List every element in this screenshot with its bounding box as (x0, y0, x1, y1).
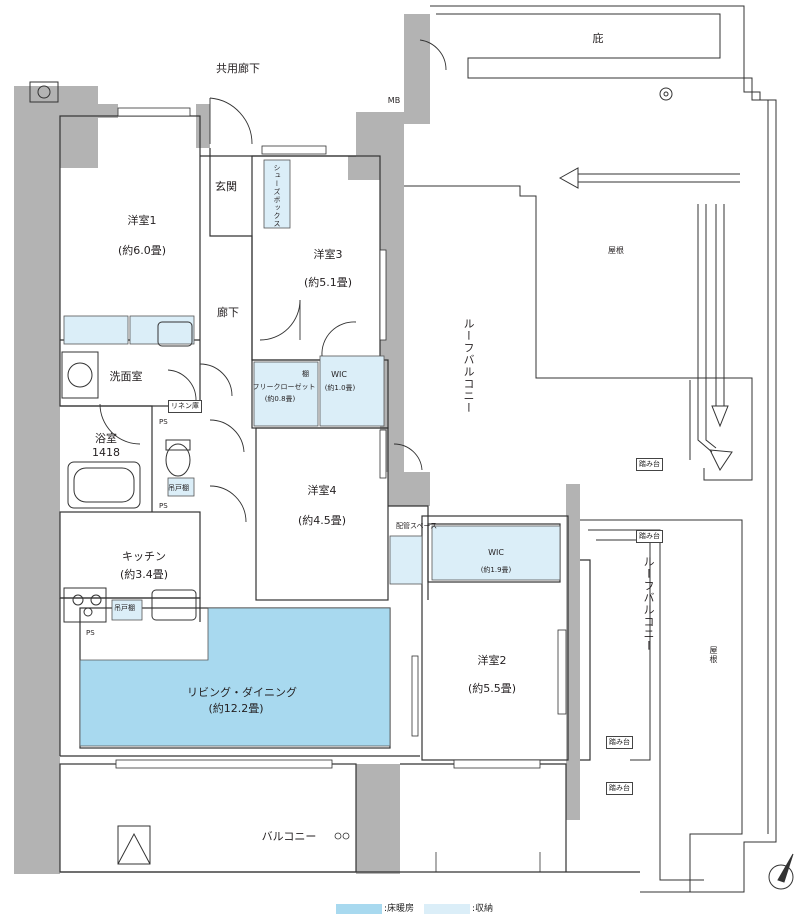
room3-size: (約5.1畳) (303, 276, 353, 289)
roof-arrows (558, 167, 740, 471)
free-closet-shelf-label: 棚 (302, 370, 309, 378)
bath-size: 1418 (92, 446, 120, 459)
wic-large-size: (約1.9畳) (480, 566, 512, 574)
ps-kitchen-label: PS (86, 629, 95, 637)
living-name: リビング・ダイニング (187, 686, 297, 699)
living-size: (約12.2畳) (208, 702, 264, 715)
shoe-box-label: シューズボックス (273, 164, 281, 228)
ps-top-label: PS (159, 418, 168, 426)
step-label-2: 踏み台 (636, 530, 663, 543)
compass-north-icon (768, 853, 794, 890)
bath-label: 浴室 (95, 432, 117, 445)
room4-size: (約4.5畳) (297, 514, 347, 527)
free-closet-label: フリークローゼット (252, 383, 316, 391)
wic-large-label: WIC (488, 548, 504, 557)
roof-balcony-right-label: ルーフバルコニー (642, 556, 655, 652)
mb-label: MB (387, 96, 401, 105)
arrow-left-icon (558, 167, 579, 189)
arrow-down-icon (711, 405, 729, 428)
roof-top-label: 屋根 (608, 246, 624, 255)
fixtures (29, 81, 673, 865)
toilet-storage-label: 吊戸棚 (168, 484, 189, 492)
entrance-label: 玄関 (215, 180, 237, 193)
shared-corridor-label: 共用廊下 (216, 62, 260, 75)
washroom-label: 洗面室 (109, 370, 143, 383)
step-label-4: 踏み台 (606, 782, 633, 795)
room-partitions (59, 115, 640, 873)
balcony-label: バルコニー (261, 830, 317, 843)
step-label-1: 踏み台 (636, 458, 663, 471)
roof-outlines (404, 5, 777, 893)
storage-areas (63, 159, 561, 621)
balcony-markers (334, 832, 541, 872)
room1-size: (約6.0畳) (117, 244, 167, 257)
kitchen-size: (約3.4畳) (119, 568, 169, 581)
legend-storage-label: :収納 (472, 904, 494, 914)
roof-right-label: 屋根 (709, 646, 718, 664)
walls (14, 14, 580, 874)
room1-name: 洋室1 (127, 214, 157, 227)
room2-size: (約5.5畳) (467, 682, 517, 695)
wic-small-size: (約1.0畳) (324, 384, 356, 392)
doors (99, 39, 447, 523)
room2-name: 洋室2 (477, 654, 507, 667)
legend-floor-heating-swatch (336, 904, 382, 914)
hallway-label: 廊下 (217, 306, 239, 319)
room3-name: 洋室3 (313, 248, 343, 261)
wic-small-label: WIC (331, 370, 347, 379)
floor-heating-area (79, 607, 391, 747)
windows (115, 107, 567, 769)
piping-space-label: 配管スペース (396, 522, 438, 530)
kitchen-label: キッチン (122, 550, 166, 563)
kitchen-cabinet-label: 吊戸棚 (114, 604, 135, 612)
free-closet-size: (約0.8畳) (264, 395, 296, 403)
step-label-3: 踏み台 (606, 736, 633, 749)
legend-floor-heating-label: :床暖房 (384, 904, 415, 914)
eaves-label: 庇 (592, 32, 604, 45)
room4-name: 洋室4 (307, 484, 337, 497)
legend-storage-swatch (424, 904, 470, 914)
roof-balcony-top-label: ルーフバルコニー (462, 318, 475, 414)
ps-mid-label: PS (159, 502, 168, 510)
linen-label: リネン庫 (168, 400, 202, 413)
